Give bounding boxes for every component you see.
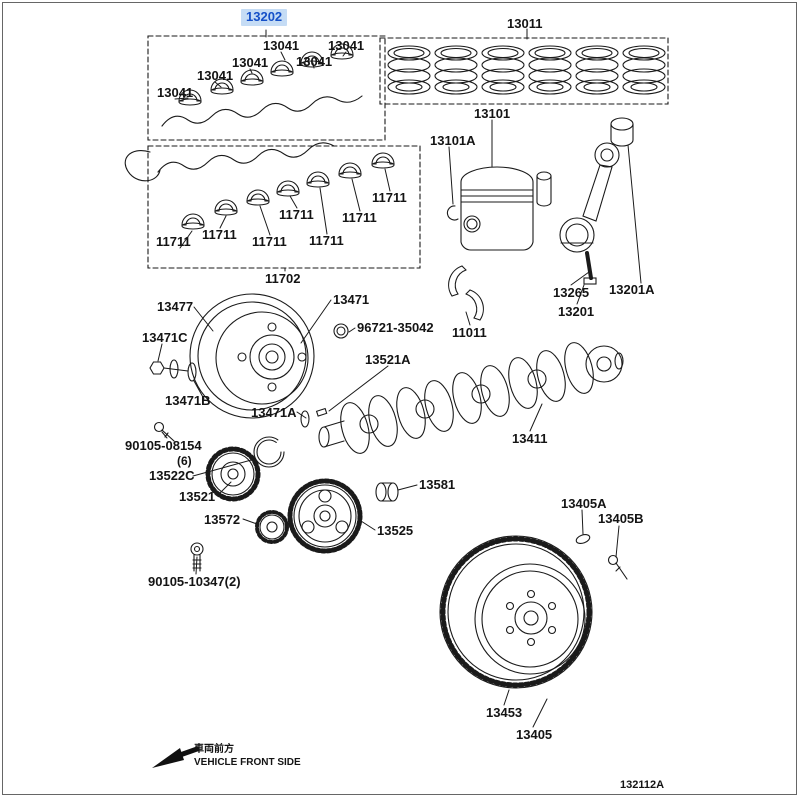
- part-label-13471[interactable]: 13471: [333, 292, 370, 307]
- part-label-96721-35042[interactable]: 96721-35042: [357, 320, 434, 335]
- front-direction-arrow-tail: [177, 746, 200, 758]
- part-label-13572[interactable]: 13572: [204, 512, 241, 527]
- part-label-13101[interactable]: 13101: [474, 106, 511, 121]
- part-label-11702[interactable]: 11702: [265, 271, 301, 286]
- part-label-13405[interactable]: 13405: [516, 727, 553, 742]
- part-label-13522C[interactable]: 13522C: [149, 468, 195, 483]
- front-side-label-en: VEHICLE FRONT SIDE: [194, 757, 301, 768]
- lower-main-bearings-box: [147, 145, 421, 269]
- part-label-13201[interactable]: 13201: [558, 304, 595, 319]
- upper-main-bearings-box: [147, 35, 386, 141]
- part-label-11711[interactable]: 11711: [252, 234, 287, 249]
- part-label-90105-08154[interactable]: 90105-08154: [125, 438, 202, 453]
- part-label-90105-08154-qty: (6): [177, 454, 192, 468]
- part-label-13521[interactable]: 13521: [179, 489, 216, 504]
- part-label-11711[interactable]: 11711: [372, 190, 407, 205]
- part-label-11711[interactable]: 11711: [202, 227, 237, 242]
- front-direction-arrow: [152, 748, 184, 768]
- diagram-code: 132112A: [620, 779, 665, 791]
- part-label-13471A[interactable]: 13471A: [251, 405, 297, 420]
- part-label-13265[interactable]: 13265: [553, 285, 590, 300]
- part-label-13471B[interactable]: 13471B: [165, 393, 211, 408]
- part-label-13202-selected[interactable]: 13202: [241, 9, 288, 26]
- part-label-11011[interactable]: 11011: [452, 325, 487, 340]
- leader-lines: [157, 28, 642, 728]
- part-label-13201A[interactable]: 13201A: [609, 282, 655, 297]
- part-label-13101A[interactable]: 13101A: [430, 133, 476, 148]
- part-label-13041[interactable]: 13041: [232, 55, 269, 70]
- damper-pulley-drawing: [149, 293, 349, 428]
- part-label-11711[interactable]: 11711: [342, 210, 377, 225]
- part-label-13041[interactable]: 13041: [157, 85, 194, 100]
- lower-bearing-shells-drawing: [124, 142, 395, 230]
- part-label-11711[interactable]: 11711: [156, 234, 191, 249]
- part-label-13041[interactable]: 13041: [296, 54, 333, 69]
- part-label-13041[interactable]: 13041: [328, 38, 365, 53]
- piston-rings-box: [379, 37, 669, 105]
- flywheel-drawing: [439, 533, 628, 689]
- circlip: [446, 205, 459, 221]
- crankshaft-drawing: [318, 338, 624, 458]
- piston-drawing: [446, 166, 552, 251]
- upper-bearing-shells-drawing: [161, 43, 363, 127]
- connecting-rod-drawing: [559, 117, 634, 285]
- part-label-13521A[interactable]: 13521A: [365, 352, 411, 367]
- timing-gear-drawing: [205, 436, 399, 554]
- part-label-13405A[interactable]: 13405A: [561, 496, 607, 511]
- part-label-90105-10347[interactable]: 90105-10347(2): [148, 574, 241, 589]
- rod-bearings-drawing: [448, 265, 484, 321]
- part-label-13581[interactable]: 13581: [419, 477, 456, 492]
- part-label-13453[interactable]: 13453: [486, 705, 523, 720]
- part-label-11711[interactable]: 11711: [279, 207, 314, 222]
- part-label-13041[interactable]: 13041: [197, 68, 234, 83]
- part-label-13477[interactable]: 13477: [157, 299, 194, 314]
- part-label-13411[interactable]: 13411: [512, 431, 548, 446]
- part-label-13011[interactable]: 13011: [507, 16, 543, 31]
- part-label-13405B[interactable]: 13405B: [598, 511, 644, 526]
- part-label-11711[interactable]: 11711: [309, 233, 344, 248]
- part-label-13471C[interactable]: 13471C: [142, 330, 188, 345]
- part-label-13525[interactable]: 13525: [377, 523, 414, 538]
- front-side-label-jp: 車両前方: [194, 744, 234, 755]
- piston-ring-sets-drawing: [387, 45, 666, 95]
- bolt-90105-08154-drawing: [153, 421, 175, 442]
- part-label-13041[interactable]: 13041: [263, 38, 300, 53]
